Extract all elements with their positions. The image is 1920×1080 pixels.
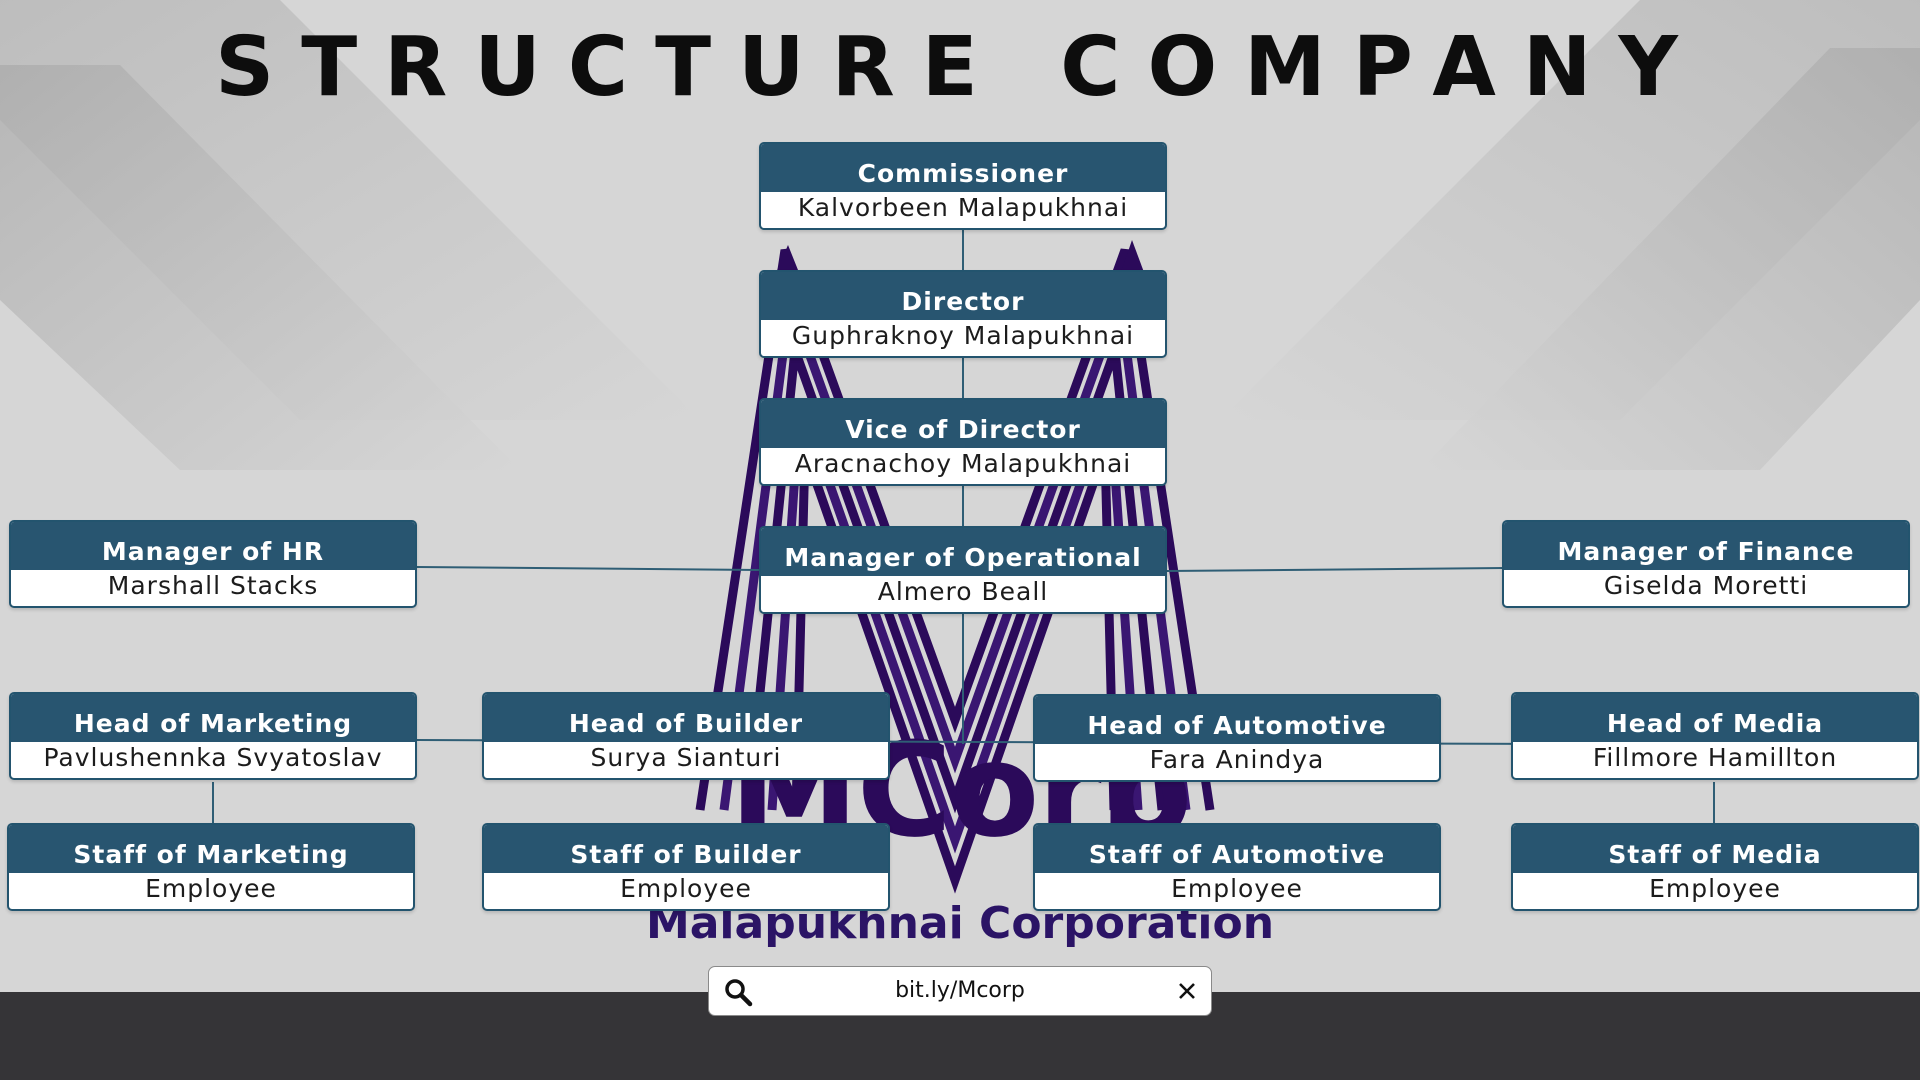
node-person: Employee bbox=[145, 874, 277, 903]
node-staff-media[interactable]: Staff of Media Employee bbox=[1511, 823, 1919, 911]
node-person: Fillmore Hamillton bbox=[1592, 743, 1838, 772]
node-staff-builder[interactable]: Staff of Builder Employee bbox=[482, 823, 890, 911]
node-manager-finance[interactable]: Manager of Finance Giselda Moretti bbox=[1502, 520, 1910, 608]
search-icon bbox=[725, 979, 753, 1007]
node-role: Head of Automotive bbox=[1035, 696, 1439, 744]
node-person: Pavlushennka Svyatoslav bbox=[43, 743, 383, 772]
node-manager-operational[interactable]: Manager of Operational Almero Beall bbox=[759, 526, 1167, 614]
node-role: Staff of Marketing bbox=[9, 825, 413, 873]
node-person: Marshall Stacks bbox=[107, 571, 319, 600]
page-title: STRUCTURE COMPANY bbox=[215, 20, 1705, 115]
node-role: Director bbox=[761, 272, 1165, 320]
search-input[interactable]: bit.ly/Mcorp bbox=[895, 978, 1025, 1003]
node-role: Manager of Finance bbox=[1504, 522, 1908, 570]
node-person: Aracnachoy Malapukhnai bbox=[794, 449, 1132, 478]
node-person: Kalvorbeen Malapukhnai bbox=[797, 193, 1129, 222]
node-role: Head of Media bbox=[1513, 694, 1917, 742]
node-staff-automotive[interactable]: Staff of Automotive Employee bbox=[1033, 823, 1441, 911]
node-person: Almero Beall bbox=[877, 577, 1049, 606]
node-vice-director[interactable]: Vice of Director Aracnachoy Malapukhnai bbox=[759, 398, 1167, 486]
node-role: Head of Builder bbox=[484, 694, 888, 742]
node-role: Manager of HR bbox=[11, 522, 415, 570]
node-person: Employee bbox=[1171, 874, 1303, 903]
node-person: Employee bbox=[1649, 874, 1781, 903]
node-person: Guphraknoy Malapukhnai bbox=[791, 321, 1135, 350]
node-role: Staff of Builder bbox=[484, 825, 888, 873]
node-person: Fara Anindya bbox=[1149, 745, 1325, 774]
node-director[interactable]: Director Guphraknoy Malapukhnai bbox=[759, 270, 1167, 358]
node-role: Staff of Media bbox=[1513, 825, 1917, 873]
node-commissioner[interactable]: Commissioner Kalvorbeen Malapukhnai bbox=[759, 142, 1167, 230]
node-head-builder[interactable]: Head of Builder Surya Sianturi bbox=[482, 692, 890, 780]
node-role: Commissioner bbox=[761, 144, 1165, 192]
node-manager-hr[interactable]: Manager of HR Marshall Stacks bbox=[9, 520, 417, 608]
node-head-media[interactable]: Head of Media Fillmore Hamillton bbox=[1511, 692, 1919, 780]
node-person: Employee bbox=[620, 874, 752, 903]
node-head-automotive[interactable]: Head of Automotive Fara Anindya bbox=[1033, 694, 1441, 782]
search-bar[interactable]: bit.ly/Mcorp bbox=[708, 966, 1212, 1016]
node-role: Head of Marketing bbox=[11, 694, 415, 742]
node-staff-marketing[interactable]: Staff of Marketing Employee bbox=[7, 823, 415, 911]
node-person: Surya Sianturi bbox=[590, 743, 782, 772]
node-person: Giselda Moretti bbox=[1603, 571, 1809, 600]
node-role: Manager of Operational bbox=[761, 528, 1165, 576]
close-icon[interactable] bbox=[1175, 979, 1199, 1003]
node-head-marketing[interactable]: Head of Marketing Pavlushennka Svyatosla… bbox=[9, 692, 417, 780]
node-role: Vice of Director bbox=[761, 400, 1165, 448]
node-role: Staff of Automotive bbox=[1035, 825, 1439, 873]
